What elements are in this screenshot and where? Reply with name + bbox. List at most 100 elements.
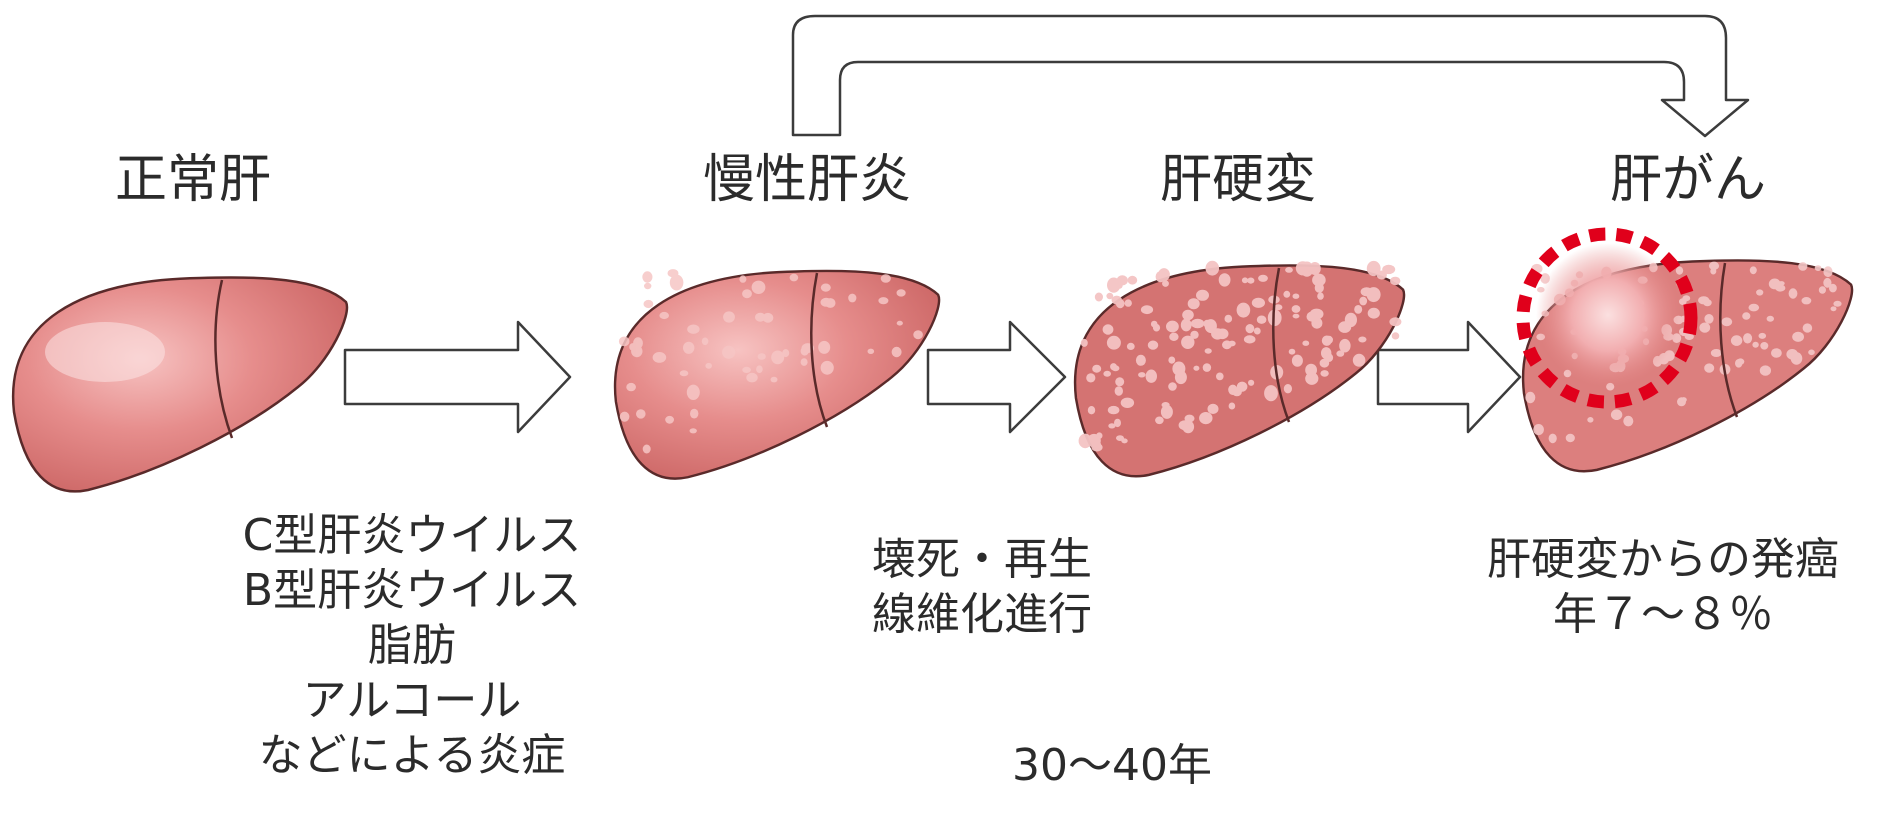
liver-nodule-texture [1217, 329, 1229, 340]
liver-nodule-texture [1125, 299, 1132, 306]
liver-nodule-texture [1127, 343, 1135, 350]
liver-nodule-texture [629, 343, 636, 351]
liver-nodule-texture [1742, 312, 1750, 319]
chronic-hepatitis-liver-illustration [615, 269, 939, 479]
liver-nodule-texture [1182, 310, 1194, 321]
liver-nodule-texture [683, 342, 694, 354]
liver-nodule-texture [1252, 298, 1265, 308]
liver-nodule-texture [1285, 267, 1293, 273]
liver-nodule-texture [1246, 324, 1255, 333]
liver-nodule-texture [1289, 349, 1296, 355]
liver-nodule-texture [1803, 323, 1813, 332]
liver-nodule-texture [1587, 417, 1593, 423]
liver-nodule-texture [1566, 434, 1575, 442]
liver-nodule-texture [763, 313, 774, 323]
liver-nodule-texture [1185, 415, 1195, 423]
liver-nodule-texture [1086, 373, 1095, 382]
liver-nodule-texture [1681, 397, 1687, 402]
liver-nodule-texture [1193, 366, 1199, 371]
liver-nodule-texture [1704, 314, 1713, 324]
liver-nodule-texture [1191, 319, 1204, 328]
liver-nodule-texture [790, 274, 799, 282]
liver-nodule-texture [1292, 355, 1303, 367]
liver-nodule-texture [1248, 380, 1254, 386]
liver-nodule-texture [1320, 370, 1328, 377]
liver-nodule-texture [1121, 398, 1134, 408]
liver-nodule-texture [1110, 363, 1117, 370]
liver-nodule-texture [636, 409, 646, 418]
liver-nodule-texture [644, 283, 651, 289]
liver-nodule-texture [722, 346, 735, 359]
liver-nodule-texture [1203, 320, 1211, 328]
liver-nodule-texture [1353, 354, 1366, 367]
liver-nodule-texture [1107, 336, 1121, 350]
liver-nodule-texture [878, 297, 888, 304]
liver-nodule-texture [690, 428, 697, 433]
liver-nodule-texture [1116, 299, 1125, 308]
causes-note: C型肝炎ウイルス B型肝炎ウイルス 脂肪 アルコール などによる炎症 [243, 508, 582, 783]
liver-nodule-texture [1533, 424, 1544, 435]
liver-nodule-texture [1095, 293, 1103, 302]
liver-nodule-texture [1093, 441, 1101, 449]
liver-nodule-texture [1704, 363, 1714, 372]
liver-nodule-texture [1769, 279, 1781, 290]
liver-nodule-texture [1108, 423, 1115, 428]
liver-nodule-texture [1315, 283, 1324, 293]
liver-nodule-texture [1831, 306, 1837, 311]
liver-nodule-texture [1377, 271, 1387, 280]
liver-nodule-texture [1196, 290, 1209, 301]
liver-nodule-texture [1525, 392, 1535, 403]
liver-nodule-texture [1815, 265, 1822, 271]
liver-nodule-texture [1162, 402, 1170, 408]
liver-nodule-texture [1358, 337, 1366, 343]
liver-nodule-texture [1354, 305, 1362, 314]
liver-nodule-texture [821, 361, 834, 375]
causes-line: 脂肪 [243, 618, 582, 673]
liver-nodule-texture [1128, 276, 1138, 285]
causes-line: アルコール [243, 673, 582, 728]
liver-nodule-texture [1103, 371, 1111, 377]
liver-nodule-texture [1190, 331, 1198, 339]
liver-nodule-texture [653, 352, 667, 363]
stage-title-chronic-hepatitis: 慢性肝炎 [703, 150, 911, 210]
liver-nodule-texture [1296, 261, 1310, 275]
liver-nodule-texture [1731, 335, 1742, 346]
liver-nodule-texture [1141, 305, 1153, 314]
liver-nodule-texture [1743, 333, 1752, 343]
liver-nodule-texture [1392, 332, 1400, 339]
liver-nodule-texture [642, 271, 652, 282]
liver-nodule-texture [1121, 438, 1127, 443]
liver-nodule-texture [771, 377, 778, 383]
liver-nodule-texture [848, 294, 856, 303]
liver-nodule-texture [1367, 287, 1381, 302]
liver-nodule-texture [1819, 286, 1826, 293]
liver-nodule-texture [1756, 289, 1763, 295]
liver-nodule-texture [1257, 316, 1267, 324]
normal-liver-illustration [13, 277, 347, 491]
liver-nodule-texture [1721, 317, 1732, 326]
liver-nodule-texture [1229, 403, 1236, 410]
liver-nodule-texture [1767, 316, 1774, 322]
liver-nodule-texture [1317, 292, 1324, 299]
liver-nodule-texture [1103, 324, 1114, 334]
liver-nodule-texture [897, 289, 906, 296]
progression-line: 線維化進行 [872, 587, 1092, 642]
causes-line: C型肝炎ウイルス [243, 508, 582, 563]
liver-nodule-texture [1792, 332, 1804, 342]
liver-nodule-texture [1115, 377, 1124, 386]
liver-nodule-texture [1225, 315, 1233, 323]
progression-line: 壊死・再生 [872, 532, 1092, 587]
liver-nodule-texture [1750, 266, 1757, 274]
liver-nodule-texture [1138, 372, 1145, 377]
liver-nodule-texture [892, 347, 902, 357]
bypass-arrow [793, 16, 1748, 136]
liver-nodule-texture [739, 275, 746, 282]
arrow-cirrhosis-to-cancer [1378, 322, 1520, 432]
causes-line: などによる炎症 [243, 728, 582, 783]
liver-nodule-texture [746, 373, 757, 383]
duration-note: 30～40年 [1012, 738, 1212, 793]
liver-nodule-texture [687, 325, 699, 334]
liver-nodule-texture [1219, 277, 1227, 286]
liver-nodule-texture [1698, 296, 1709, 304]
liver-nodule-texture [1284, 384, 1292, 393]
